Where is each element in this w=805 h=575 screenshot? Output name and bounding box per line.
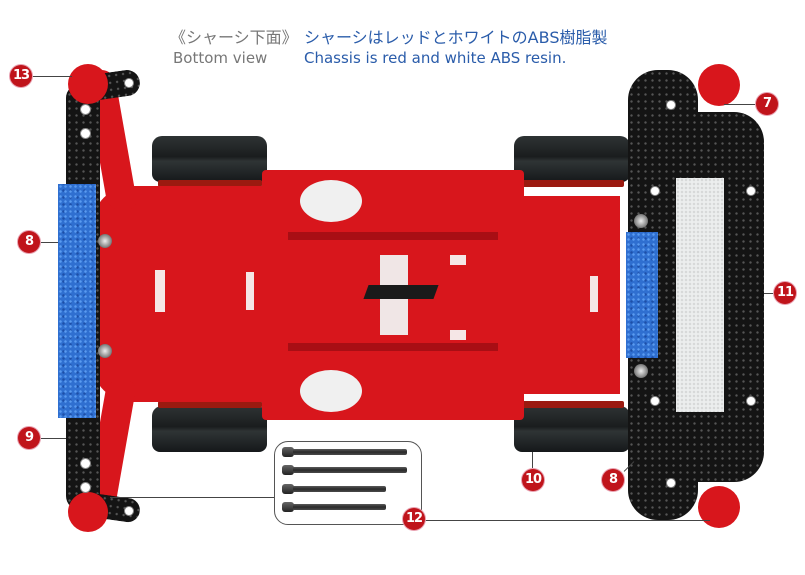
- chassis-slot-2: [450, 330, 466, 340]
- left-blue-brake-sponge: [58, 184, 96, 418]
- leader-13: [32, 76, 72, 77]
- leader-12-right: [424, 520, 710, 521]
- chassis-rib-top: [288, 232, 498, 240]
- screw-head: [282, 484, 294, 494]
- leader-12-left: [110, 497, 274, 498]
- rear-bottom-rim: [520, 401, 624, 408]
- rear-frame: [520, 196, 620, 394]
- front-top-tire: [152, 136, 267, 182]
- view-title-jp: 《シャーシ下面》: [170, 28, 298, 47]
- left-bolt-top: [98, 234, 112, 248]
- rear-top-rim: [520, 180, 624, 187]
- chassis-cutout-top: [300, 180, 362, 222]
- right-bolt-top: [634, 214, 648, 228]
- leader-8a: [40, 242, 58, 243]
- callout-9: 9: [18, 427, 40, 449]
- callout-8-right: 8: [602, 469, 624, 491]
- description-en: Chassis is red and white ABS resin.: [304, 49, 567, 67]
- right-white-brake-sponge: [676, 178, 724, 412]
- callout-12: 12: [403, 508, 425, 530]
- right-bolt-bottom: [634, 364, 648, 378]
- rear-slot: [590, 276, 598, 312]
- cap-screw-short: [293, 504, 386, 510]
- rear-bottom-roller: [698, 486, 740, 528]
- front-slot-b: [246, 272, 254, 310]
- callout-10: 10: [522, 469, 544, 491]
- callout-13: 13: [10, 65, 32, 87]
- right-blue-brake-sponge: [626, 232, 658, 358]
- front-bottom-tire: [152, 406, 267, 452]
- view-title-en: Bottom view: [173, 49, 268, 67]
- description-jp: シャーシはレッドとホワイトのABS樹脂製: [304, 28, 608, 47]
- rear-top-tire: [514, 136, 630, 182]
- front-top-rim: [158, 180, 262, 187]
- plate-hole: [124, 506, 134, 516]
- screw-head: [282, 447, 294, 457]
- rear-top-roller: [698, 64, 740, 106]
- chassis-cutout-bottom: [300, 370, 362, 412]
- plate-hole: [650, 186, 660, 196]
- screw-head: [282, 465, 294, 475]
- front-top-roller: [68, 64, 108, 104]
- plate-hole: [650, 396, 660, 406]
- leader-10: [532, 452, 533, 468]
- screw-head: [282, 502, 294, 512]
- plate-hole: [124, 78, 134, 88]
- cap-screw-long: [293, 467, 407, 473]
- front-bottom-rim: [158, 401, 262, 408]
- callout-8-left: 8: [18, 231, 40, 253]
- leader-9: [40, 438, 66, 439]
- front-slot-a: [155, 270, 165, 312]
- plate-hole: [666, 100, 676, 110]
- rear-bottom-tire: [514, 406, 630, 452]
- plate-hole: [746, 396, 756, 406]
- front-bottom-roller: [68, 492, 108, 532]
- plate-hole: [80, 104, 91, 115]
- chassis-slot-1: [450, 255, 466, 265]
- callout-11: 11: [774, 282, 796, 304]
- front-bumper-arm: [92, 186, 272, 402]
- screw-inset-box: [274, 441, 422, 525]
- callout-7: 7: [756, 93, 778, 115]
- plate-hole: [80, 128, 91, 139]
- cap-screw-short: [293, 486, 386, 492]
- cap-screw-long: [293, 449, 407, 455]
- plate-hole: [80, 482, 91, 493]
- chassis-rib-bottom: [288, 343, 498, 351]
- battery-label: [363, 285, 439, 299]
- leader-7: [724, 104, 756, 105]
- left-bolt-bottom: [98, 344, 112, 358]
- plate-hole: [746, 186, 756, 196]
- plate-hole: [666, 478, 676, 488]
- leader-11: [764, 293, 774, 294]
- plate-hole: [80, 458, 91, 469]
